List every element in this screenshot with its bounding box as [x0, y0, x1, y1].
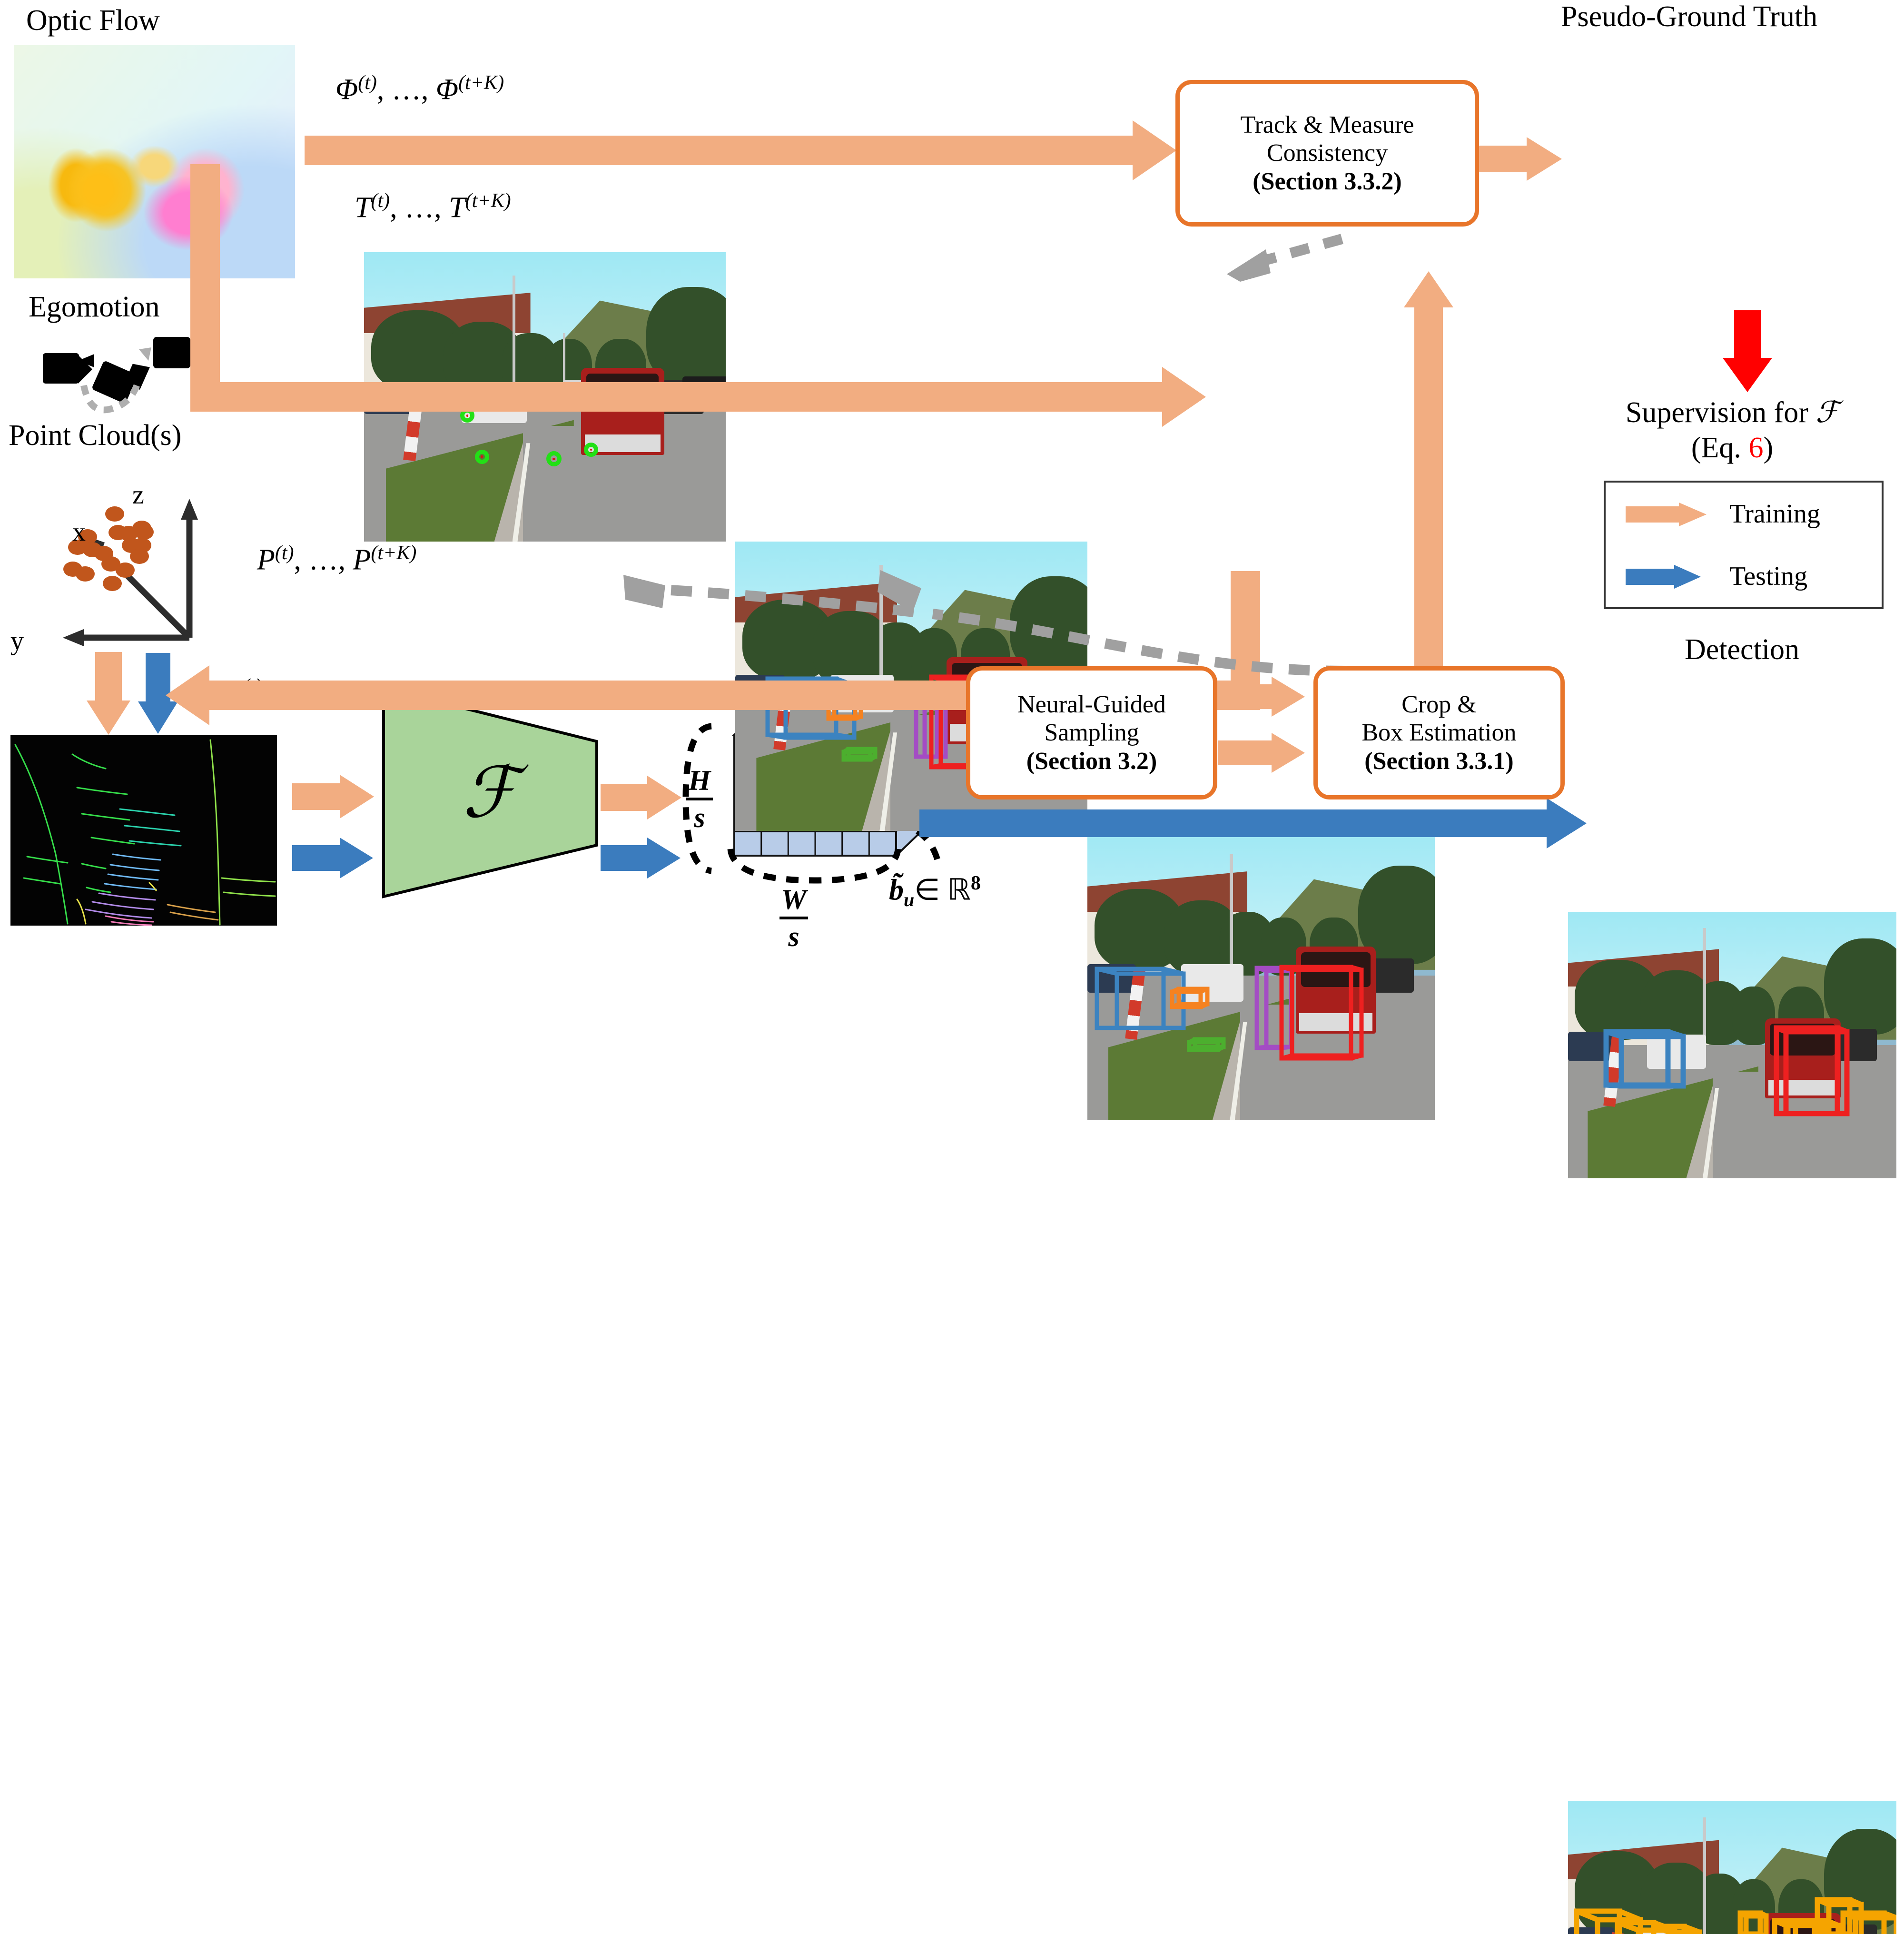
width-numerator: W	[781, 884, 807, 915]
box-vector-exponent: 8	[970, 872, 981, 894]
pseudo-ground-truth-image	[1568, 912, 1896, 1178]
optic-flow-image	[14, 45, 295, 278]
points-mid: , …,	[294, 543, 353, 576]
box-vector-rest: ∈ ℝ	[914, 874, 971, 907]
width-brace-dashed	[727, 848, 901, 884]
width-denominator: s	[788, 921, 799, 952]
height-over-stride-label: H s	[686, 766, 713, 832]
box-vector-label: b̃u∈ ℝ8	[889, 872, 981, 911]
optic-flow-label: Optic Flow	[26, 4, 160, 37]
legend-testing-arrow-icon	[1626, 564, 1713, 589]
pgt-box-blue	[1603, 1029, 1686, 1089]
sampled-point-marker	[546, 451, 562, 467]
flow-symbol: Φ	[335, 73, 358, 106]
feedback-dashed-arrow-track-to-frame3	[1227, 234, 1343, 282]
frame-3-box-overlay	[1095, 965, 1364, 1061]
transform-sup-1: (t)	[371, 190, 390, 212]
box-vector-subscript: u	[904, 889, 915, 911]
height-denominator: s	[694, 802, 705, 833]
pgt-box-overlay	[1603, 1025, 1850, 1116]
points-sup-2: (t+K)	[371, 542, 417, 564]
axis-x-label: x	[72, 517, 86, 547]
supervision-caption: Supervision for ℱ (Eq. 6)	[1570, 395, 1894, 466]
legend: Training Testing	[1604, 481, 1884, 609]
box3d-green	[841, 747, 878, 762]
box3d-red	[1279, 965, 1364, 1061]
height-brace-dashed	[682, 723, 712, 874]
transform-sup-2: (t+K)	[465, 190, 511, 212]
flow-mid: , …,	[376, 73, 436, 106]
legend-training-arrow-icon	[1626, 502, 1713, 526]
supervision-eq-prefix: (Eq.	[1691, 432, 1749, 464]
egomotion-path-icon	[80, 347, 151, 414]
points-symbol-2: P	[353, 543, 371, 576]
legend-row-testing: Testing	[1606, 545, 1882, 607]
box3d-orange	[1170, 987, 1210, 1009]
supervision-prefix: Supervision for	[1625, 396, 1816, 429]
box3d-green	[1187, 1037, 1226, 1052]
egomotion-label: Egomotion	[29, 291, 160, 323]
node-track-line2: Consistency	[1266, 139, 1388, 167]
width-over-stride-label: W s	[779, 885, 808, 951]
transform-sequence-label: T(t), …, T(t+K)	[355, 189, 511, 225]
transform-symbol: T	[355, 191, 371, 224]
lidar-range-image	[10, 735, 277, 926]
pgt-box-red	[1774, 1025, 1850, 1116]
detection-box-overlay	[1574, 1897, 1896, 1934]
detection-box-group	[1574, 1897, 1896, 1934]
box3d-purple	[1254, 966, 1293, 1050]
node-sampling-line2: Sampling	[1044, 719, 1139, 747]
node-crop-line3: (Section 3.3.1)	[1364, 747, 1514, 775]
legend-testing-label: Testing	[1729, 561, 1808, 591]
point-cloud-axes-illustration	[29, 476, 219, 647]
detection-label: Detection	[1685, 633, 1800, 666]
legend-row-training: Training	[1606, 483, 1882, 545]
optic-flow-arrow	[305, 120, 1176, 180]
pseudo-ground-truth-label: Pseudo-Ground Truth	[1561, 0, 1818, 33]
node-track-and-measure-consistency[interactable]: Track & Measure Consistency (Section 3.3…	[1175, 80, 1479, 227]
feedback-dashed-arrow-frame2	[878, 570, 921, 612]
axis-z-label: z	[132, 480, 144, 510]
box-vector-symbol: b̃	[889, 874, 904, 907]
node-track-line3: (Section 3.3.2)	[1253, 168, 1402, 195]
legend-training-label: Training	[1729, 499, 1820, 529]
flow-sup-1: (t)	[358, 72, 377, 94]
node-crop-line2: Box Estimation	[1361, 719, 1517, 747]
points-sup-1: (t)	[275, 542, 294, 564]
node-crop-and-box-estimation[interactable]: Crop & Box Estimation (Section 3.3.1)	[1313, 666, 1565, 799]
transform-symbol-2: T	[449, 191, 465, 224]
backbone-network-F: ℱ	[381, 685, 600, 899]
flow-symbol-2: Φ	[435, 73, 459, 106]
feedback-dashed-arrow-long	[623, 575, 1347, 676]
point-cloud-label: Point Cloud(s)	[9, 419, 182, 452]
axis-y-label: y	[10, 626, 24, 656]
supervision-eq-suffix: )	[1763, 432, 1774, 464]
sampled-point-marker	[474, 449, 489, 464]
supervision-network-symbol: ℱ	[1815, 396, 1839, 429]
node-neural-guided-sampling[interactable]: Neural-Guided Sampling (Section 3.2)	[966, 666, 1217, 799]
optic-flow-sequence-label: Φ(t), …, Φ(t+K)	[335, 71, 504, 107]
sampled-point-marker	[584, 443, 599, 457]
points-symbol: P	[257, 543, 275, 576]
transform-mid: , …,	[390, 191, 449, 224]
supervision-eq-number: 6	[1748, 432, 1764, 464]
node-sampling-line1: Neural-Guided	[1017, 691, 1166, 719]
node-crop-line1: Crop &	[1401, 691, 1477, 719]
height-numerator: H	[688, 765, 711, 796]
frame-3-refined-boxes	[1087, 831, 1435, 1120]
node-track-line1: Track & Measure	[1240, 111, 1414, 139]
network-symbol-label: ℱ	[462, 754, 518, 832]
points-sequence-label: P(t), …, P(t+K)	[257, 542, 416, 577]
node-sampling-line3: (Section 3.2)	[1026, 747, 1157, 775]
detection-image	[1568, 1801, 1896, 1934]
flow-sup-2: (t+K)	[458, 72, 504, 94]
